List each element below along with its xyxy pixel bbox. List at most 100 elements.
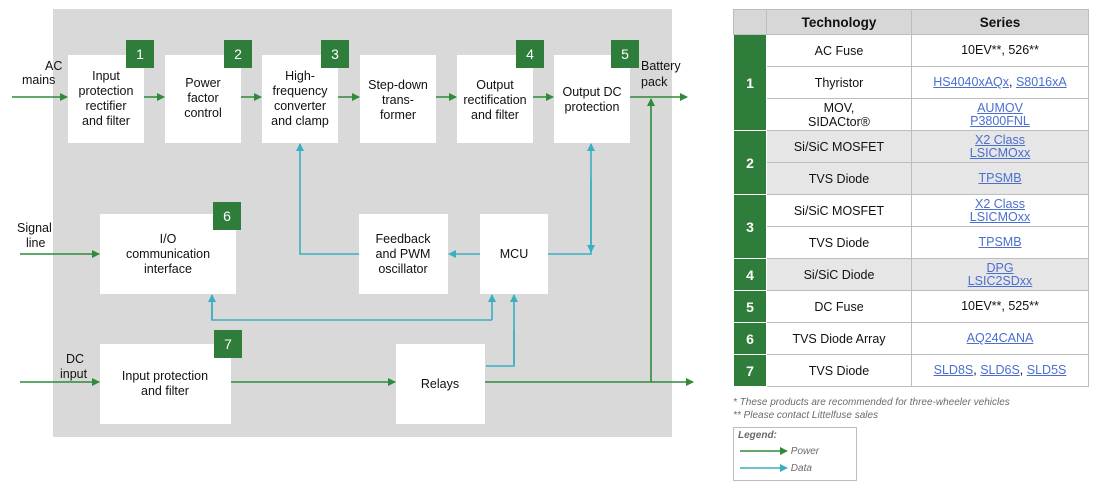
block-label-line: converter — [274, 99, 326, 113]
series-link[interactable]: HS4040xAQx — [933, 75, 1010, 89]
series-cell: 10EV**, 525** — [911, 290, 1089, 323]
series-link[interactable]: AUMOV — [977, 100, 1023, 115]
block-label-line: frequency — [273, 84, 329, 98]
technology-cell: Si/SiC MOSFET — [766, 130, 912, 163]
label-ac-mains-1: AC — [45, 59, 62, 73]
svg-text:1: 1 — [136, 46, 144, 62]
series-link[interactable]: X2 Class — [974, 196, 1026, 211]
series-link[interactable]: S8016xA — [1015, 75, 1067, 89]
technology-cell: TVS Diode Array — [766, 322, 912, 355]
data-arrow-icon — [740, 464, 788, 473]
badge-1: 1 — [126, 40, 154, 68]
badge-5: 5 — [611, 40, 639, 68]
series-cell: HS4040xAQx, S8016xA — [911, 66, 1089, 99]
technology-cell: TVS Diode — [766, 162, 912, 195]
block-label-line: communication — [126, 247, 210, 261]
series-cell: SLD8S, SLD6S, SLD5S — [911, 354, 1089, 387]
svg-text:Relays: Relays — [421, 377, 459, 391]
svg-text:3: 3 — [331, 46, 339, 62]
label-dc-input-1: DC — [66, 352, 84, 366]
series-link[interactable]: AQ24CANA — [966, 331, 1034, 345]
technology-cell: Thyristor — [766, 66, 912, 99]
series-link[interactable]: TPSMB — [978, 171, 1022, 185]
block-label-line: Relays — [421, 377, 459, 391]
technology-cell: TVS Diode — [766, 354, 912, 387]
block-label-line: protection — [79, 84, 134, 98]
badge-6: 6 — [213, 202, 241, 230]
svg-text:7: 7 — [224, 336, 232, 352]
label-ac-mains-2: mains — [22, 73, 55, 87]
series-link[interactable]: DPG — [986, 260, 1014, 275]
block-label-line: rectifier — [86, 99, 127, 113]
series-cell: TPSMB — [911, 162, 1089, 195]
svg-text:2: 2 — [234, 46, 242, 62]
legend-power-label: Power — [790, 446, 820, 457]
block-label-line: and filter — [141, 384, 189, 398]
series-cell: 10EV**, 526** — [911, 34, 1089, 67]
technology-cell: Si/SiC Diode — [766, 258, 912, 291]
block-label-line: Input protection — [122, 369, 208, 383]
technology-cell: AC Fuse — [766, 34, 912, 67]
block-mcu: MCU — [480, 214, 548, 294]
group-number-1: 1 — [733, 34, 767, 131]
footnote-1: * These products are recommended for thr… — [733, 397, 1010, 408]
block-label-line: factor — [187, 91, 218, 105]
block-label-line: MCU — [500, 247, 528, 261]
block-label-line: Feedback — [376, 232, 432, 246]
series-link[interactable]: SLD6S — [980, 363, 1020, 377]
legend-data: Data — [740, 463, 812, 474]
table-row: TVS Diode TPSMB — [734, 162, 1089, 195]
group-number-5: 5 — [733, 290, 767, 323]
series-link[interactable]: LSICMOxx — [969, 209, 1031, 224]
legend-title: Legend: — [738, 430, 777, 441]
series-link[interactable]: LSICMOxx — [969, 145, 1031, 160]
series-link[interactable]: LSIC2SDxx — [967, 273, 1033, 288]
footnote-2: ** Please contact Littelfuse sales — [733, 410, 879, 421]
badge-2: 2 — [224, 40, 252, 68]
block-label-line: I/O — [160, 232, 177, 246]
series-link[interactable]: P3800FNL — [970, 113, 1030, 128]
label-battery-pack-1: Battery — [641, 59, 681, 73]
group-number-4: 4 — [733, 258, 767, 291]
series-cell: AQ24CANA — [911, 322, 1089, 355]
technology-cell: TVS Diode — [766, 226, 912, 259]
group-number-6: 6 — [733, 322, 767, 355]
legend: Legend: Power Data — [733, 427, 857, 481]
block-label-line: interface — [144, 262, 192, 276]
series-link[interactable]: SLD8S — [933, 363, 974, 377]
block-label-line: control — [184, 106, 222, 120]
series-link[interactable]: X2 Class — [974, 132, 1026, 147]
block-label-line: Input — [92, 69, 120, 83]
block-label-line: Output — [476, 78, 514, 92]
block-label-line: oscillator — [378, 262, 427, 276]
power-arrows — [12, 93, 694, 386]
legend-data-label: Data — [790, 463, 812, 474]
block-label-line: and clamp — [271, 114, 329, 128]
series-link[interactable]: TPSMB — [978, 235, 1022, 249]
group-number-2: 2 — [733, 130, 767, 195]
series-link[interactable]: SLD5S — [1026, 363, 1067, 377]
technology-cell: DC Fuse — [766, 290, 912, 323]
svg-text:5: 5 — [621, 46, 629, 62]
